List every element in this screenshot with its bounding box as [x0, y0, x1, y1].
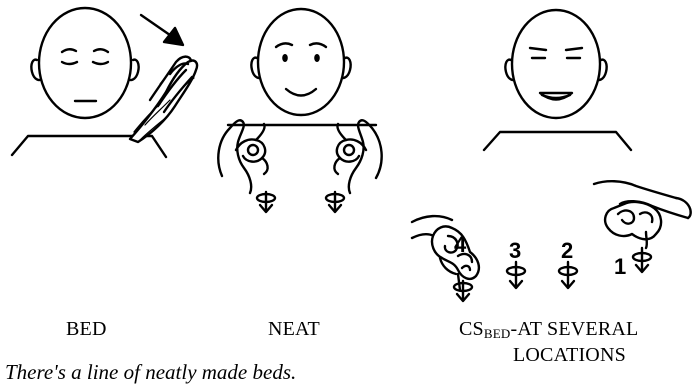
cs-contact-mark-location-3	[507, 262, 525, 288]
bed-hand-at-cheek	[130, 57, 197, 142]
neat-left-hand	[218, 120, 267, 193]
cs-signer-shoulders	[484, 132, 631, 150]
cs-signer-head	[505, 10, 606, 118]
cs-hand-location-1	[594, 181, 691, 272]
neat-signer-figure	[218, 9, 381, 212]
gloss-neat: NEAT	[268, 318, 320, 341]
cs-hand-location-4	[412, 216, 479, 301]
gloss-bed: BED	[66, 318, 107, 341]
bed-signer-head	[31, 8, 138, 118]
neat-signer-head	[251, 9, 350, 115]
cs-contact-mark-location-2	[559, 262, 577, 288]
gloss-cs-bed: CSBED-AT SEVERAL	[459, 318, 638, 342]
bed-arrow	[141, 15, 183, 45]
location-number-1: 1	[614, 254, 626, 279]
gloss-cs-prefix: CS	[459, 318, 484, 340]
neat-contact-mark-left	[257, 192, 275, 212]
location-number-4: 4	[454, 232, 467, 257]
location-number-2: 2	[561, 238, 573, 263]
gloss-cs-line2: LOCATIONS	[513, 344, 626, 367]
neat-contact-mark-right	[326, 192, 344, 212]
gloss-cs-suffix: -AT SEVERAL	[510, 318, 638, 340]
cs-signer-figure: 4 3 2 1	[412, 10, 691, 301]
bed-signer-figure	[12, 8, 197, 157]
location-number-3: 3	[509, 238, 521, 263]
gloss-cs-subscript: BED	[484, 326, 511, 341]
translation-caption: There's a line of neatly made beds.	[5, 360, 296, 385]
neat-right-hand	[334, 120, 381, 193]
